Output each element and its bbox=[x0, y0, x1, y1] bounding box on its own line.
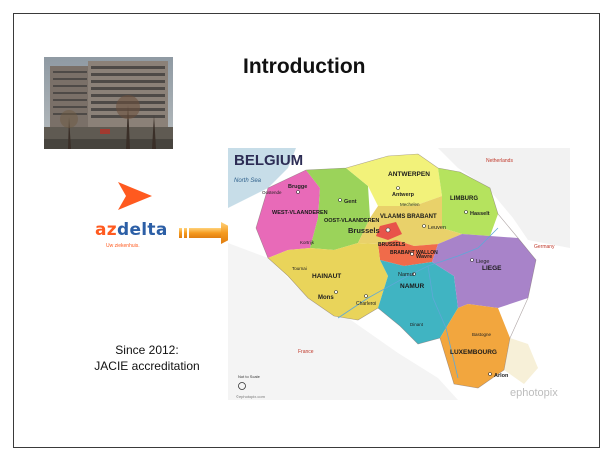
city-namur: Namur bbox=[398, 272, 415, 278]
azdelta-logo: azdelta Uw ziekenhuis. bbox=[95, 180, 175, 250]
city-hasselt: Hasselt bbox=[470, 211, 490, 217]
city-tournai: Tournai bbox=[292, 266, 307, 271]
country-label-france: France bbox=[298, 349, 314, 355]
city-brussels: Brussels bbox=[348, 226, 380, 235]
city-bastogne: Bastogne bbox=[472, 332, 492, 337]
city-oostende: Oostende bbox=[262, 190, 282, 195]
city-antwerp: Antwerp bbox=[392, 192, 415, 198]
hospital-building-photo bbox=[44, 57, 173, 149]
province-label-luxembourg: LUXEMBOURG bbox=[450, 349, 497, 356]
compass-icon bbox=[238, 382, 246, 390]
azdelta-chevron-icon bbox=[118, 182, 152, 210]
city-wavre: Wavre bbox=[416, 254, 432, 260]
azdelta-wordmark: azdelta bbox=[95, 220, 168, 240]
province-label-hainaut: HAINAUT bbox=[312, 273, 341, 280]
province-liege bbox=[432, 234, 536, 308]
province-west-vlaanderen bbox=[256, 170, 320, 258]
province-luxembourg bbox=[440, 304, 510, 388]
city-gent: Gent bbox=[344, 199, 357, 205]
slide-title: Introduction bbox=[243, 55, 366, 78]
city-kortrijk: Kortrijk bbox=[300, 240, 315, 245]
city-mechelen: Mechelen bbox=[400, 202, 420, 207]
map-watermark: ephotopix bbox=[510, 387, 558, 399]
caption-line-1: Since 2012: bbox=[115, 343, 179, 357]
map-copyright: ©ephotopix.com bbox=[236, 394, 266, 399]
city-dinant: Dinant bbox=[410, 322, 424, 327]
province-label-liege: LIEGE bbox=[482, 265, 502, 272]
province-label-east: OOST-VLAANDEREN bbox=[324, 218, 379, 224]
province-hainaut bbox=[268, 243, 388, 320]
country-label-netherlands: Netherlands bbox=[486, 158, 513, 164]
province-label-antwerpen: ANTWERPEN bbox=[388, 171, 430, 178]
city-arlon: Arlon bbox=[494, 373, 509, 379]
province-label-limburg: LIMBURG bbox=[450, 196, 478, 202]
north-sea bbox=[228, 148, 296, 208]
city-mons: Mons bbox=[318, 295, 334, 301]
scale-note: Not to Scale bbox=[238, 374, 261, 379]
azdelta-tagline: Uw ziekenhuis. bbox=[106, 243, 140, 249]
city-leuven: Leuven bbox=[428, 225, 446, 231]
caption-line-2: JACIE accreditation bbox=[94, 359, 200, 373]
province-brabant-wallon bbox=[378, 240, 438, 266]
belgium-map: BELGIUM North Sea Netherlands Germany Fr… bbox=[228, 148, 570, 400]
city-liege: Liege bbox=[476, 259, 489, 265]
province-limburg bbox=[438, 168, 498, 236]
province-antwerpen bbox=[346, 154, 442, 206]
province-label-namur: NAMUR bbox=[400, 283, 424, 290]
city-brugge: Brugge bbox=[288, 184, 307, 190]
sea-label: North Sea bbox=[234, 178, 262, 184]
map-title: BELGIUM bbox=[234, 152, 303, 169]
province-oost-vlaanderen bbox=[306, 168, 370, 250]
city-charleroi: Charleroi bbox=[356, 301, 376, 307]
province-label-west: WEST-VLAANDEREN bbox=[272, 210, 328, 216]
country-label-germany: Germany bbox=[534, 244, 555, 250]
province-label-brussels: BRUSSELS bbox=[378, 242, 406, 248]
province-label-brabant-wallon: BRABANT WALLON bbox=[390, 250, 438, 256]
accreditation-caption: Since 2012: JACIE accreditation bbox=[57, 342, 237, 374]
province-label-vlaams-brabant: VLAAMS BRABANT bbox=[380, 214, 437, 220]
